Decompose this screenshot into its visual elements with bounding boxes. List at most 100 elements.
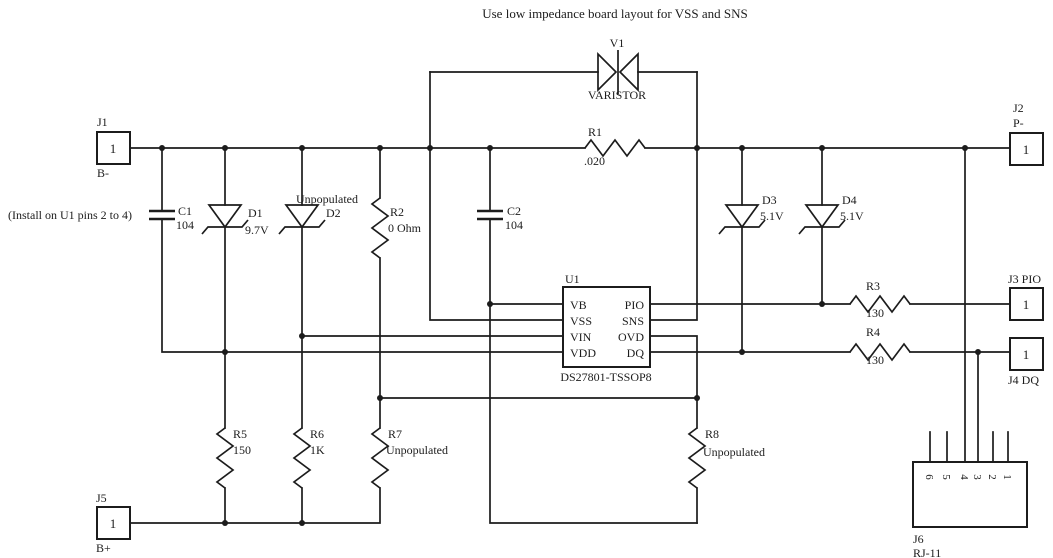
connector-body xyxy=(96,506,131,540)
varistor-symbol xyxy=(618,51,639,93)
ic-u1: U1 VB VSS VIN VDD PIO SNS OVD DQ DS27801… xyxy=(560,272,651,384)
r6-value: 1K xyxy=(310,443,325,457)
u1-pin-ovd: OVD xyxy=(618,330,644,344)
note-layout: Use low impedance board layout for VSS a… xyxy=(482,6,748,21)
j5-net-label: B+ xyxy=(96,541,111,555)
r7-value: Unpopulated xyxy=(386,443,448,457)
connector-j3: J3 PIO 1 xyxy=(1008,272,1044,321)
u1-pin-vss: VSS xyxy=(570,314,592,328)
junction-dot xyxy=(487,301,493,307)
v1-ref: V1 xyxy=(610,36,625,50)
junction-dot xyxy=(694,395,700,401)
capacitor-c2: C2 104 xyxy=(477,204,523,232)
wire-segment xyxy=(649,335,698,399)
junction-dots xyxy=(159,145,981,526)
d2-value: Unpopulated xyxy=(296,192,358,206)
resistor-symbol xyxy=(849,294,911,314)
r7-ref: R7 xyxy=(388,427,402,441)
j6-pin-1: 1 xyxy=(1001,474,1013,480)
junction-dot xyxy=(819,301,825,307)
junction-dot xyxy=(975,349,981,355)
connector-j6-rj11: 6 5 4 3 2 1 J6 RJ-11 xyxy=(912,461,1028,558)
zener-d1: D1 9.7V xyxy=(201,204,269,237)
connector-body xyxy=(96,131,131,165)
c1-ref: C1 xyxy=(178,204,192,218)
j6-pin-6: 6 xyxy=(923,474,935,480)
d1-ref: D1 xyxy=(248,206,263,220)
j6-ref: J6 xyxy=(913,532,924,546)
junction-dot xyxy=(739,349,745,355)
r3-value: 130 xyxy=(866,306,884,320)
j6-pin-4: 4 xyxy=(958,474,970,480)
resistor-r7: R7 Unpopulated xyxy=(370,427,448,489)
resistor-symbol xyxy=(849,342,911,362)
wire-segment xyxy=(429,71,564,321)
connector-body xyxy=(1009,337,1044,371)
d4-value: 5.1V xyxy=(840,209,864,223)
r2-value: 0 Ohm xyxy=(388,221,422,235)
capacitor-c1: C1 104 xyxy=(149,204,194,232)
d1-value: 9.7V xyxy=(245,223,269,237)
d3-ref: D3 xyxy=(762,193,777,207)
d3-value: 5.1V xyxy=(760,209,784,223)
j1-pin-number: 1 xyxy=(110,141,117,156)
j5-ref: J5 xyxy=(96,491,107,505)
r5-ref: R5 xyxy=(233,427,247,441)
junction-dot xyxy=(377,395,383,401)
zener-symbol xyxy=(798,219,846,235)
r5-value: 150 xyxy=(233,443,251,457)
r4-ref: R4 xyxy=(866,325,880,339)
varistor-symbol xyxy=(597,51,618,93)
connector-body xyxy=(1009,287,1044,321)
note-install-c1: (Install on U1 pins 2 to 4) xyxy=(8,208,132,222)
u1-pin-vdd: VDD xyxy=(570,346,596,360)
zener-d3: D3 5.1V xyxy=(718,193,784,235)
wire-segment xyxy=(129,487,381,524)
junction-dot xyxy=(222,520,228,526)
resistor-symbol xyxy=(215,427,235,489)
resistor-symbol xyxy=(584,138,646,158)
r3-ref: R3 xyxy=(866,279,880,293)
u1-pin-sns: SNS xyxy=(622,314,644,328)
junction-dot xyxy=(487,145,493,151)
zener-symbol xyxy=(284,204,320,229)
connector-body xyxy=(1009,132,1044,166)
r1-ref: R1 xyxy=(588,125,602,139)
connector-j5: J5 1 B+ xyxy=(96,491,131,555)
j6-pin-5: 5 xyxy=(940,474,952,480)
ic-body xyxy=(562,286,651,368)
wire-segment xyxy=(649,71,698,321)
r1-value: .020 xyxy=(584,154,605,168)
j1-net-label: B- xyxy=(97,166,109,180)
c2-ref: C2 xyxy=(507,204,521,218)
resistor-r2: R2 0 Ohm xyxy=(370,197,422,259)
resistor-r6: R6 1K xyxy=(292,427,325,489)
connector-j2: J2 P- 1 xyxy=(1009,101,1044,166)
junction-dot xyxy=(819,145,825,151)
capacitor-symbol xyxy=(477,209,503,221)
j4-pin-number: 1 xyxy=(1023,347,1030,362)
j6-type-label: RJ-11 xyxy=(913,546,941,558)
resistor-r5: R5 150 xyxy=(215,427,251,489)
r6-ref: R6 xyxy=(310,427,324,441)
resistor-symbol xyxy=(370,427,390,489)
junction-dot xyxy=(299,333,305,339)
c1-value: 104 xyxy=(176,218,194,232)
junction-dot xyxy=(739,145,745,151)
zener-symbol xyxy=(207,204,243,229)
zener-symbol xyxy=(804,204,840,229)
r2-ref: R2 xyxy=(390,205,404,219)
junction-dot xyxy=(427,145,433,151)
junction-dot xyxy=(694,145,700,151)
connector-body xyxy=(912,461,1028,528)
junction-dot xyxy=(299,145,305,151)
u1-pin-vin: VIN xyxy=(570,330,592,344)
wires xyxy=(129,71,1011,524)
c2-value: 104 xyxy=(505,218,523,232)
resistor-r8: R8 Unpopulated xyxy=(687,427,765,489)
j2-pin-number: 1 xyxy=(1023,142,1030,157)
resistor-symbol xyxy=(292,427,312,489)
u1-pin-dq: DQ xyxy=(627,346,645,360)
resistor-r1: R1 .020 xyxy=(584,125,646,168)
